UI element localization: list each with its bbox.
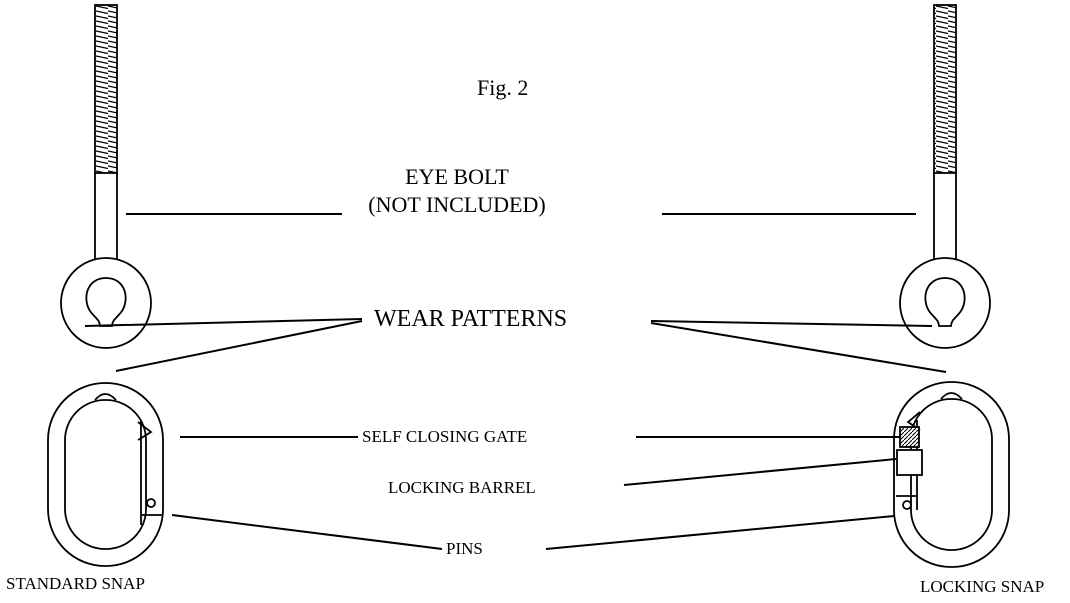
right-eye-bolt [899, 4, 991, 349]
pins-leader-left [171, 514, 443, 550]
locking-snap [893, 381, 1010, 568]
pins-leader-right [545, 515, 895, 550]
locking-snap-outer [893, 381, 1010, 568]
standard-snap-latch [137, 421, 153, 441]
standard-snap-outer [47, 382, 164, 567]
standard-snap-inner [64, 399, 147, 550]
right-eye-bolt-ring [899, 257, 991, 349]
left-eye-bolt-ring [60, 257, 152, 349]
self-closing-gate-label: SELF CLOSING GATE [362, 427, 528, 446]
standard-snap-pin [146, 498, 156, 508]
eye-bolt-label-line1: EYE BOLT [405, 164, 509, 189]
right-eye-bolt-thread [933, 4, 957, 174]
wear-patterns-label: WEAR PATTERNS [374, 306, 568, 332]
left-eye-bolt [60, 4, 152, 349]
standard-snap-label: STANDARD SNAP [6, 574, 145, 593]
eye-bolt-label-line2: (NOT INCLUDED) [368, 191, 546, 217]
pins-label: PINS [446, 539, 483, 558]
eye-bolt-label: EYE BOLT (NOT INCLUDED) [347, 163, 567, 218]
standard-snap [47, 382, 164, 567]
figure-label: Fig. 2 [477, 75, 529, 100]
wear-leader-left-snap [115, 320, 363, 372]
locking-snap-top-bump [940, 392, 963, 400]
standard-snap-top-bump [94, 393, 117, 401]
locking-barrel-label: LOCKING BARREL [388, 478, 536, 497]
wear-leader-left-bolt [84, 318, 363, 327]
wear-leader-right-snap [650, 322, 947, 373]
locking-snap-hatch [899, 426, 920, 448]
locking-snap-pin [902, 500, 912, 510]
right-eye-bolt-hole [924, 277, 966, 327]
barrel-leader [623, 458, 897, 486]
locking-snap-label: LOCKING SNAP [920, 577, 1045, 596]
left-eye-bolt-thread [94, 4, 118, 174]
wear-leader-right-bolt [650, 320, 933, 327]
leader-lines [84, 213, 947, 550]
locking-snap-barrel [896, 449, 923, 476]
